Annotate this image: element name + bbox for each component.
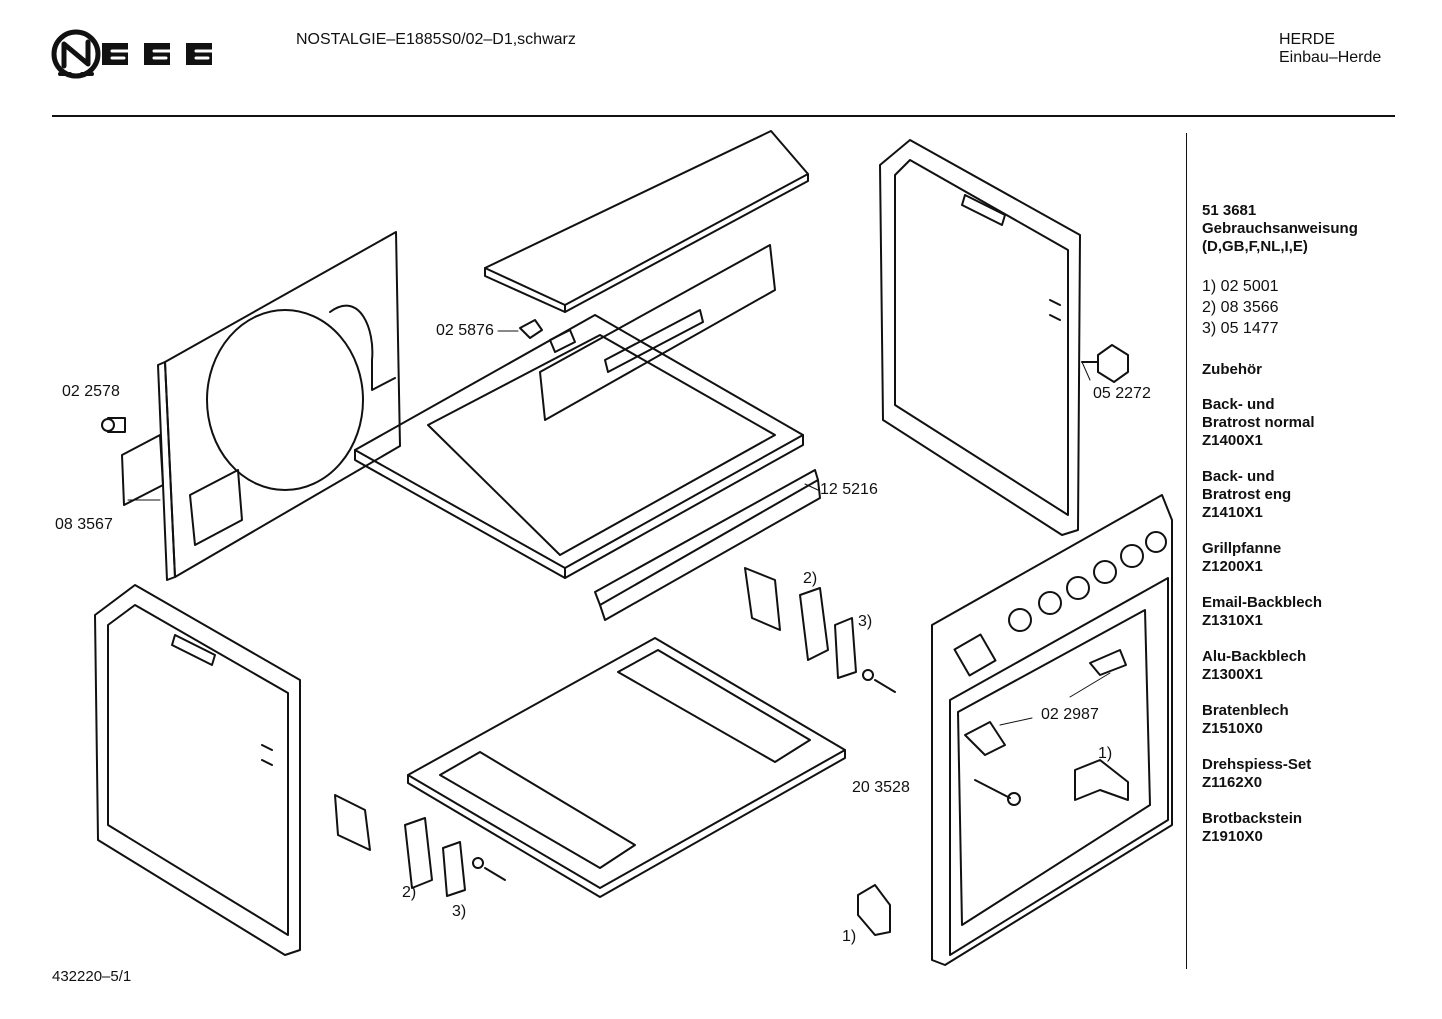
accessory-name: Back- und: [1202, 468, 1275, 485]
part-label-083567: 08 3567: [55, 516, 113, 533]
accessory-name: Bratrost eng: [1202, 486, 1292, 503]
neff-logo: [51, 29, 214, 79]
subcategory-label: Einbau–Herde: [1279, 49, 1382, 66]
accessory-code: Z1200X1: [1202, 558, 1263, 575]
drawing-code: 432220–5/1: [52, 968, 132, 985]
footnote-2: 2) 08 3566: [1202, 299, 1279, 316]
accessory-item: Back- und Bratrost eng Z1410X1: [1202, 468, 1432, 522]
parts-sidebar: 51 3681 Gebrauchsanweisung (D,GB,F,NL,I,…: [1202, 202, 1432, 864]
accessory-code: Z1410X1: [1202, 504, 1263, 521]
manual-languages: (D,GB,F,NL,I,E): [1202, 238, 1308, 255]
hinge-brackets: [334, 567, 1129, 936]
part-label-052272: 05 2272: [1093, 385, 1151, 402]
accessory-code: Z1510X0: [1202, 720, 1263, 737]
leader-lines: [127, 330, 1111, 726]
accessory-item: Bratenblech Z1510X0: [1202, 702, 1432, 738]
accessory-code: Z1910X0: [1202, 828, 1263, 845]
footnote-label-3-lower: 3): [452, 903, 467, 920]
drawing-model-title: NOSTALGIE–E1885S0/02–D1,schwarz: [296, 31, 576, 48]
manual-title: Gebrauchsanweisung: [1202, 220, 1358, 237]
category-label: HERDE: [1279, 31, 1336, 48]
drawing-category: HERDE Einbau–Herde: [1279, 31, 1381, 67]
front-panel: [931, 494, 1173, 966]
accessory-item: Back- und Bratrost normal Z1400X1: [1202, 396, 1432, 450]
accessory-name: Brotbackstein: [1202, 810, 1303, 827]
right-side-door: [879, 139, 1081, 536]
manual-code: 51 3681: [1202, 202, 1257, 219]
footnote-label-1-bottom: 1): [842, 928, 857, 945]
accessory-code: Z1400X1: [1202, 432, 1263, 449]
accessory-code: Z1162X0: [1202, 774, 1263, 791]
footnote-label-2-lower: 2): [402, 884, 417, 901]
part-label-022987: 02 2987: [1041, 706, 1099, 723]
footnote-label-3-upper: 3): [858, 613, 873, 630]
accessory-name: Email-Backblech: [1202, 594, 1323, 611]
footnote-3: 3) 05 1477: [1202, 320, 1279, 337]
accessory-name: Back- und: [1202, 396, 1275, 413]
accessory-name: Alu-Backblech: [1202, 648, 1307, 665]
footnote-1: 1) 02 5001: [1202, 278, 1279, 295]
part-label-025876: 02 5876: [436, 322, 494, 339]
accessory-name: Grillpfanne: [1202, 540, 1282, 557]
header-rule: [52, 115, 1395, 117]
accessory-name: Bratenblech: [1202, 702, 1289, 719]
accessory-item: Grillpfanne Z1200X1: [1202, 540, 1432, 576]
hob-unit: [354, 244, 804, 579]
footnote-label-2-upper: 2): [803, 570, 818, 587]
manual-reference: 51 3681 Gebrauchsanweisung (D,GB,F,NL,I,…: [1202, 202, 1432, 256]
sidebar-divider: [1186, 133, 1187, 969]
left-side-door: [94, 584, 301, 956]
top-cover-panel: [484, 130, 809, 313]
part-label-203528: 20 3528: [852, 779, 910, 796]
accessory-code: Z1310X1: [1202, 612, 1263, 629]
hinge-bracket-052272: [1081, 344, 1129, 383]
accessory-item: Alu-Backblech Z1300X1: [1202, 648, 1432, 684]
fasteners: [101, 319, 1021, 881]
footnote-label-1-right: 1): [1098, 745, 1113, 762]
back-panel: [121, 231, 401, 581]
part-label-022578: 02 2578: [62, 383, 120, 400]
accessory-name: Bratrost normal: [1202, 414, 1315, 431]
accessory-item: Email-Backblech Z1310X1: [1202, 594, 1432, 630]
accessory-code: Z1300X1: [1202, 666, 1263, 683]
accessory-item: Brotbackstein Z1910X0: [1202, 810, 1432, 846]
accessory-name: Drehspiess-Set: [1202, 756, 1312, 773]
accessories-heading: Zubehör: [1202, 361, 1262, 378]
base-tray: [407, 637, 846, 898]
part-label-125216: 12 5216: [820, 481, 878, 498]
accessory-item: Drehspiess-Set Z1162X0: [1202, 756, 1432, 792]
side-rail: [594, 469, 821, 621]
